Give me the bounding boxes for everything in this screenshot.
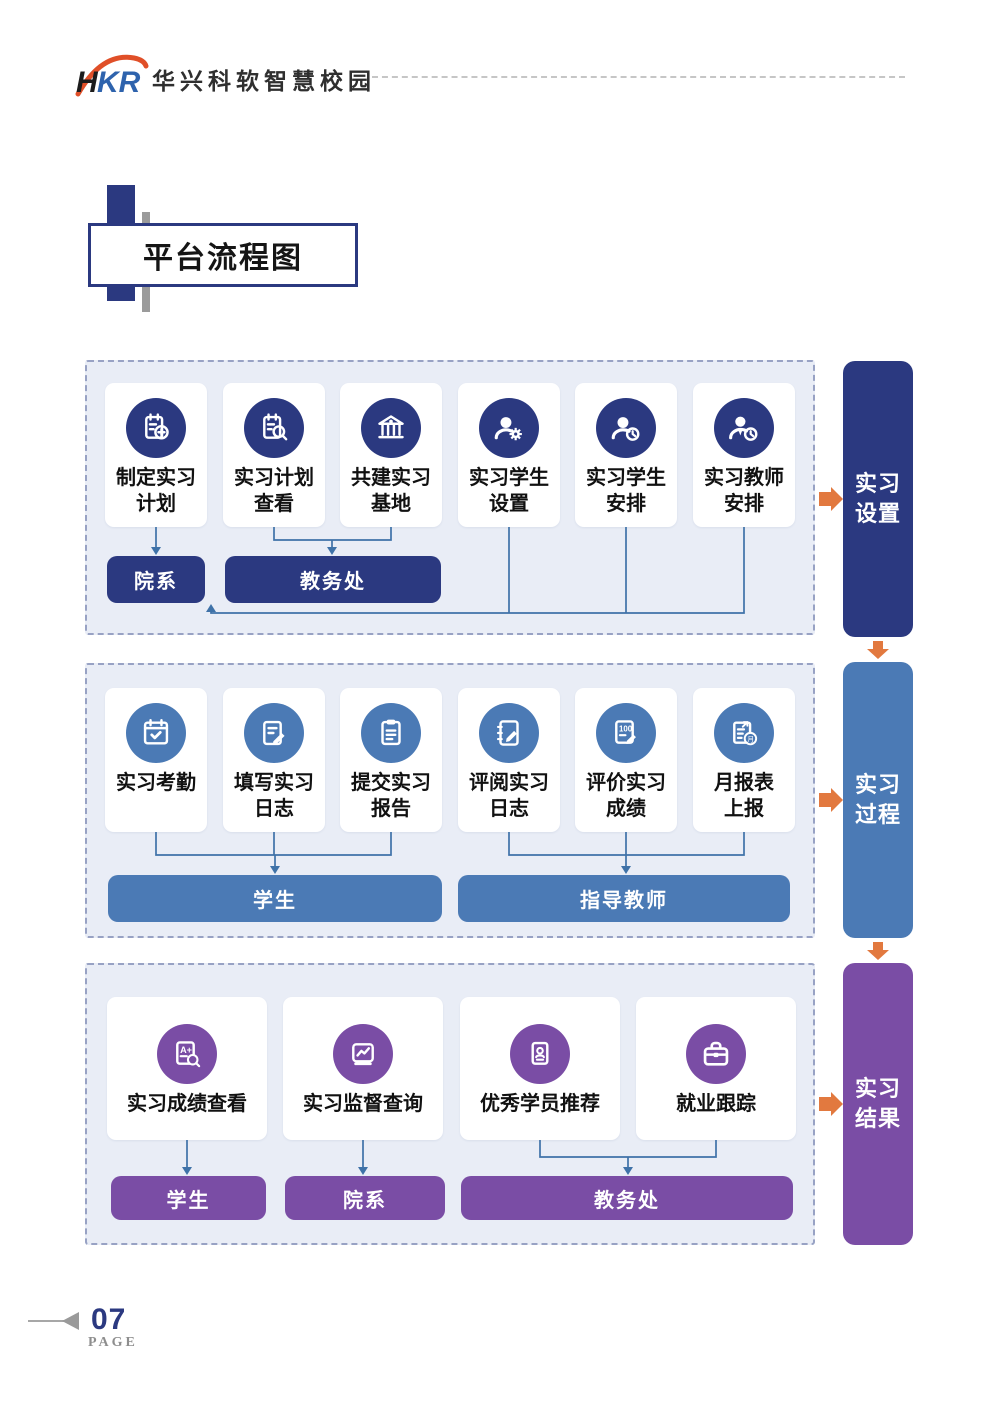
- svg-text:100: 100: [619, 724, 633, 733]
- card-label: 评阅实习 日志: [469, 772, 549, 820]
- monitor-chart-icon: [333, 1024, 393, 1084]
- flow-card: 实习教师 安排: [693, 383, 795, 527]
- result-box-setup: 实习 设置: [843, 361, 913, 637]
- teacher-clock-icon: [714, 398, 774, 458]
- flow-card: 实习学生 设置: [458, 383, 560, 527]
- svg-text:H: H: [76, 66, 99, 99]
- report-month-icon: 月: [714, 703, 774, 763]
- card-label: 实习学生 安排: [586, 467, 666, 515]
- target-box: 指导教师: [458, 875, 790, 922]
- page-word: PAGE: [88, 1335, 138, 1350]
- target-box: 教务处: [225, 556, 441, 603]
- card-label: 实习计划 查看: [234, 467, 314, 515]
- card-label: 共建实习 基地: [351, 467, 431, 515]
- svg-text:A+: A+: [180, 1045, 192, 1055]
- clipboard-icon: [361, 703, 421, 763]
- card-label: 实习考勤: [116, 772, 196, 794]
- card-label: 填写实习 日志: [234, 772, 314, 820]
- book-pencil-icon: [479, 703, 539, 763]
- svg-text:月: 月: [747, 736, 754, 744]
- page-number: 07: [91, 1303, 127, 1336]
- target-box: 院系: [107, 556, 205, 603]
- card-label: 就业跟踪: [676, 1093, 756, 1115]
- flow-card: A+ 实习成绩查看: [107, 997, 267, 1140]
- briefcase-icon: [686, 1024, 746, 1084]
- note-pencil-icon: [244, 703, 304, 763]
- flow-card: 实习考勤: [105, 688, 207, 832]
- result-box-process: 实习 过程: [843, 662, 913, 938]
- flow-card: 填写实习 日志: [223, 688, 325, 832]
- score-icon: 100: [596, 703, 656, 763]
- page-title: 平台流程图: [143, 242, 303, 275]
- grade-search-icon: A+: [157, 1024, 217, 1084]
- flow-card: 提交实习 报告: [340, 688, 442, 832]
- target-box: 院系: [285, 1176, 445, 1220]
- brand-logo: H KR: [72, 50, 150, 102]
- card-label: 月报表 上报: [714, 772, 774, 820]
- card-label: 实习成绩查看: [127, 1093, 247, 1115]
- logo-kr: KR: [97, 66, 141, 99]
- card-label: 优秀学员推荐: [480, 1093, 600, 1115]
- flow-card: 评阅实习 日志: [458, 688, 560, 832]
- card-label: 实习教师 安排: [704, 467, 784, 515]
- flow-card: 实习学生 安排: [575, 383, 677, 527]
- user-clock-icon: [596, 398, 656, 458]
- calendar-check-icon: [126, 703, 186, 763]
- flow-card: 制定实习 计划: [105, 383, 207, 527]
- flow-card: 就业跟踪: [636, 997, 796, 1140]
- card-label: 评价实习 成绩: [586, 772, 666, 820]
- flow-card: 月 月报表 上报: [693, 688, 795, 832]
- target-box: 学生: [111, 1176, 266, 1220]
- footer-line: [28, 1320, 64, 1322]
- result-box-result: 实习 结果: [843, 963, 913, 1245]
- calendar-plus-icon: [126, 398, 186, 458]
- user-gear-icon: [479, 398, 539, 458]
- target-box: 教务处: [461, 1176, 793, 1220]
- flow-card: 优秀学员推荐: [460, 997, 620, 1140]
- header-divider: [372, 76, 905, 78]
- flow-card: 实习计划 查看: [223, 383, 325, 527]
- school-icon: [361, 398, 421, 458]
- flow-card: 100 评价实习 成绩: [575, 688, 677, 832]
- brand-name: 华兴科软智慧校园: [152, 68, 376, 94]
- card-label: 实习学生 设置: [469, 467, 549, 515]
- card-label: 实习监督查询: [303, 1093, 423, 1115]
- target-box: 学生: [108, 875, 442, 922]
- page-title-box: 平台流程图: [88, 223, 358, 287]
- flow-card: 共建实习 基地: [340, 383, 442, 527]
- flow-card: 实习监督查询: [283, 997, 443, 1140]
- footer-arrow-icon: [62, 1312, 79, 1330]
- card-label: 提交实习 报告: [351, 772, 431, 820]
- idcard-person-icon: [510, 1024, 570, 1084]
- card-label: 制定实习 计划: [116, 467, 196, 515]
- calendar-search-icon: [244, 398, 304, 458]
